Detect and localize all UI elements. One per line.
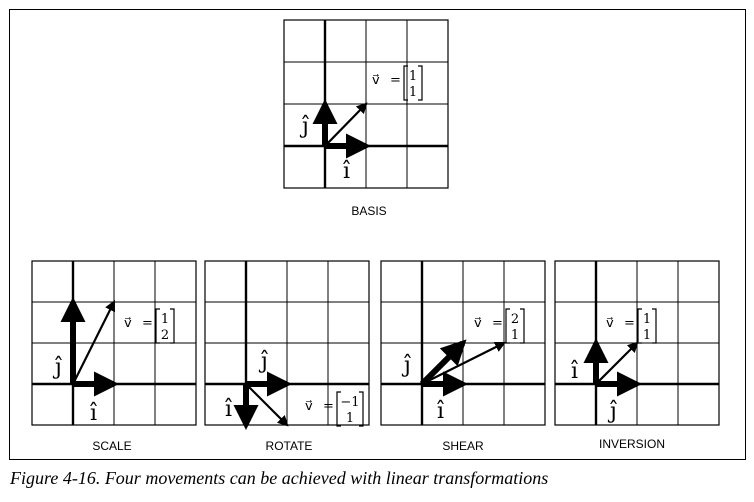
v-matrix-label: v⃗ = 11 <box>606 308 657 344</box>
figure-caption: Figure 4-16. Four movements can be achie… <box>10 468 549 488</box>
panel-label: BASIS <box>351 204 386 218</box>
v-symbol: v⃗ <box>606 316 614 331</box>
equals-sign: = <box>492 316 503 331</box>
i-hat-label: ı̂ <box>343 159 350 184</box>
v-symbol: v⃗ <box>124 316 132 331</box>
v-vector-arrow <box>245 383 289 427</box>
v-component-bottom: 1 <box>643 328 651 343</box>
v-vector-arrow <box>595 341 639 385</box>
v-matrix-label: v⃗ = 21 <box>474 308 525 344</box>
equals-sign: = <box>624 316 635 331</box>
v-component-top: 1 <box>161 312 169 327</box>
v-matrix-label: v⃗ = 11 <box>372 65 423 101</box>
v-component-bottom: 1 <box>511 328 519 343</box>
j-hat-label: ȷ̂ <box>52 355 62 380</box>
v-component-top: 1 <box>409 69 417 84</box>
v-symbol: v⃗ <box>372 73 380 88</box>
v-vector-arrow <box>72 300 115 385</box>
equals-sign: = <box>323 399 334 414</box>
i-hat-label: ı̂ <box>225 397 232 422</box>
v-component-bottom: 2 <box>161 328 169 343</box>
i-hat-label: ı̂ <box>90 401 97 426</box>
v-component-top: −1 <box>340 395 359 410</box>
v-matrix-label: v⃗ = 12 <box>124 308 175 344</box>
i-hat-label: ı̂ <box>571 359 578 384</box>
j-hat-label: ȷ̂ <box>401 353 411 378</box>
panel-label: SCALE <box>92 439 131 453</box>
v-symbol: v⃗ <box>474 316 482 331</box>
j-hat-label: ȷ̂ <box>299 114 309 139</box>
j-hat-arrow <box>419 339 467 387</box>
panel-label: INVERSION <box>599 437 665 451</box>
v-component-bottom: 1 <box>409 85 417 100</box>
v-component-top: 2 <box>511 312 519 327</box>
v-vector-arrow <box>324 102 368 147</box>
j-hat-label: ȷ̂ <box>258 349 268 374</box>
equals-sign: = <box>142 316 153 331</box>
equals-sign: = <box>390 73 401 88</box>
panel-label: ROTATE <box>266 439 313 453</box>
panel-label: SHEAR <box>442 439 484 453</box>
j-hat-label: ȷ̂ <box>607 399 617 424</box>
v-component-top: 1 <box>643 312 651 327</box>
v-component-bottom: 1 <box>346 411 354 426</box>
v-matrix-label: v⃗ = −11 <box>305 391 364 427</box>
v-symbol: v⃗ <box>305 399 313 414</box>
i-hat-label: ı̂ <box>437 399 444 424</box>
figure-frame <box>9 9 746 460</box>
